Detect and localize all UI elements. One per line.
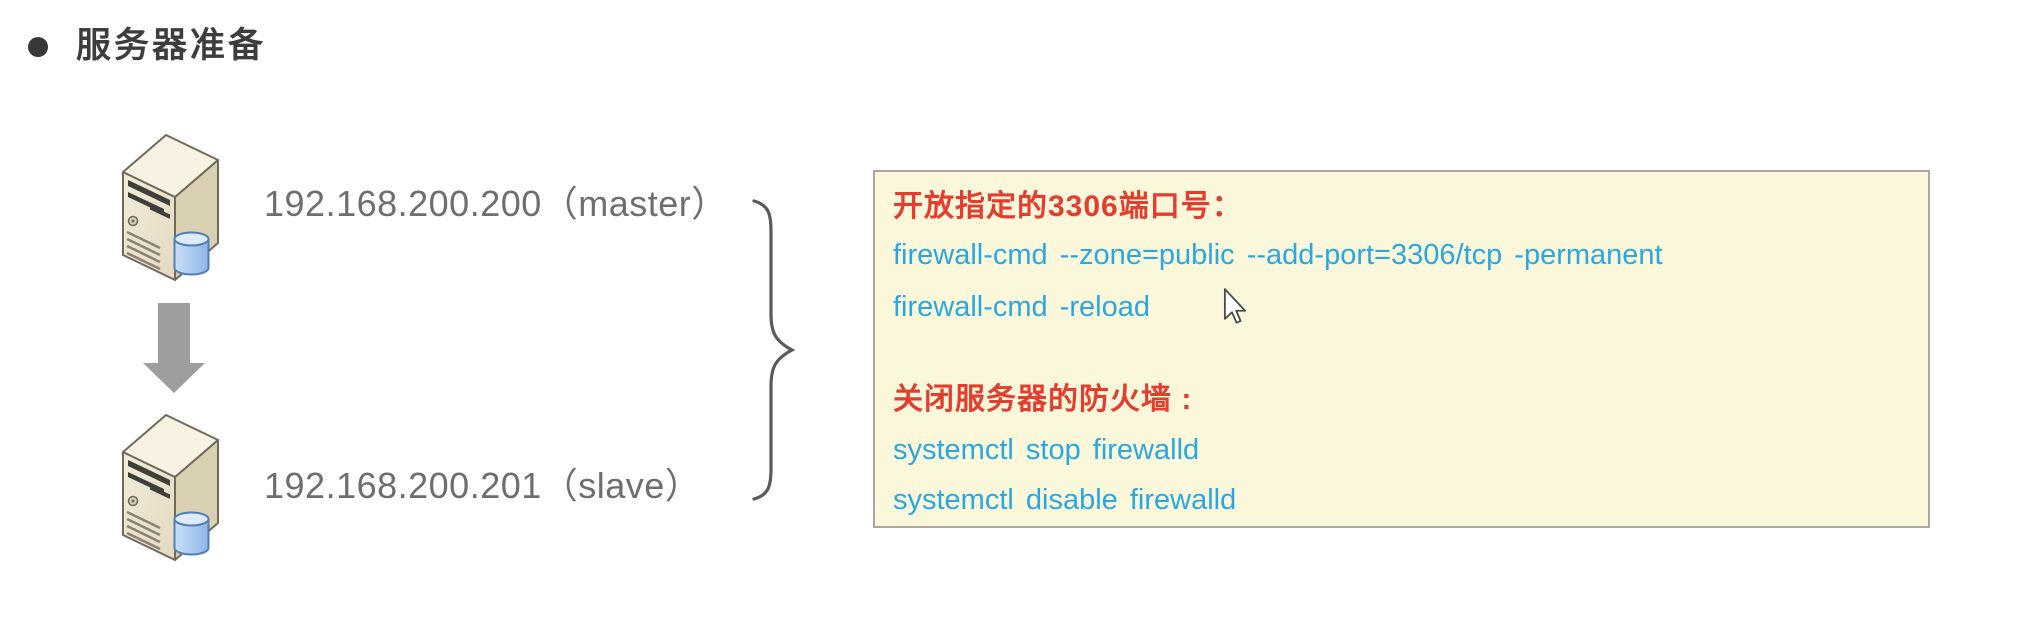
systemctl-stop-command: systemctl stop firewalld (893, 434, 1200, 466)
firewall-note-box: 开放指定的3306端口号： firewall-cmd --zone=public… (873, 170, 1930, 528)
systemctl-disable-command: systemctl disable firewalld (893, 484, 1237, 516)
database-cylinder-icon (173, 511, 210, 556)
mouse-cursor-icon (1223, 288, 1247, 324)
arrow-down-icon (143, 303, 205, 393)
server-slave-label: 192.168.200.201（slave） (264, 465, 702, 506)
page-title: 服务器准备 (76, 26, 267, 65)
server-master-icon (122, 134, 219, 281)
close-firewall-heading: 关闭服务器的防火墙 : (893, 383, 1193, 416)
curly-brace-icon (752, 199, 796, 501)
bottom-vents (126, 230, 161, 271)
open-port-heading: 开放指定的3306端口号： (893, 190, 1243, 223)
firewall-add-port-command: firewall-cmd --zone=public --add-port=33… (893, 239, 1663, 271)
server-slave-icon (122, 414, 219, 561)
server-vents (128, 180, 170, 219)
bullet-icon (28, 37, 48, 57)
server-master-label: 192.168.200.200（master） (264, 183, 728, 224)
firewall-reload-command: firewall-cmd -reload (893, 291, 1151, 323)
database-cylinder-icon (173, 231, 210, 276)
